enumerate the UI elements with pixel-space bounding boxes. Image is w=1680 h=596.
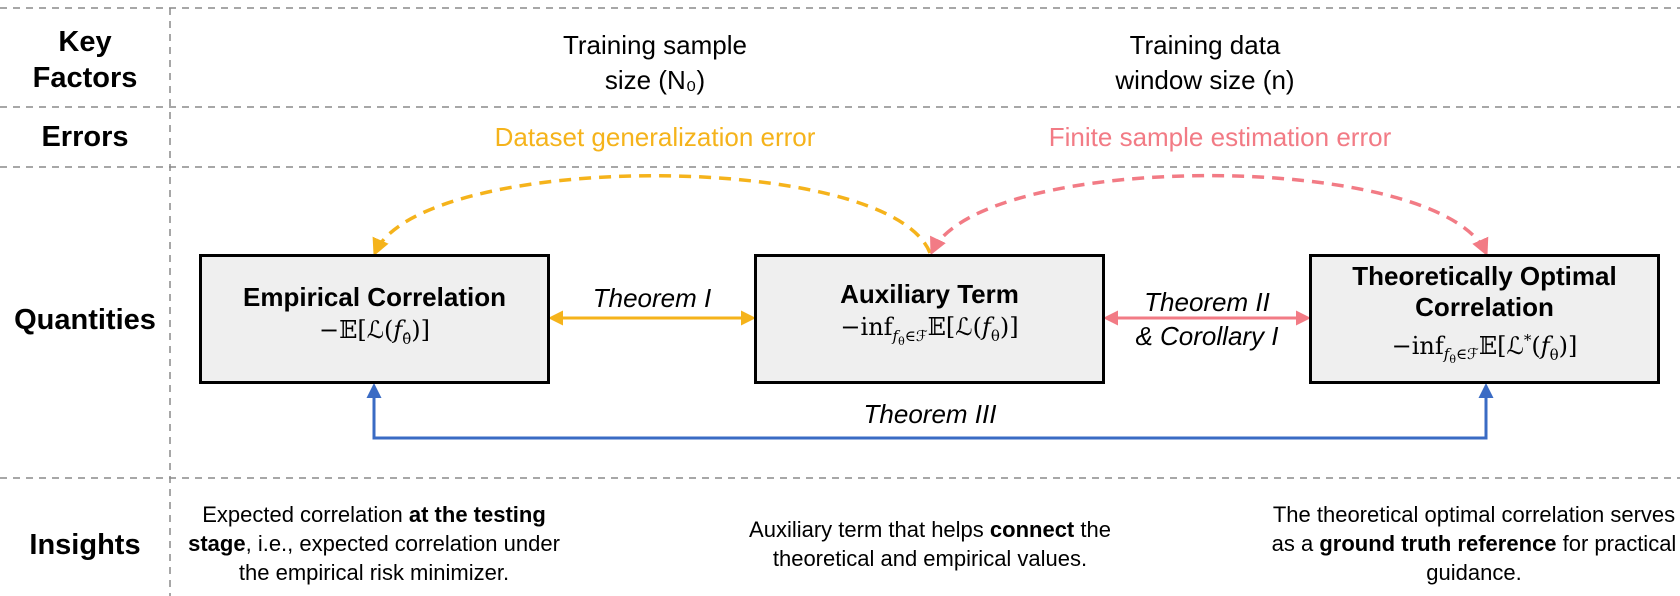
factor-window-size-line2: window size (n) xyxy=(1115,65,1295,95)
theorem2-label: Theorem II & Corollary I xyxy=(1107,285,1307,353)
node-auxiliary-term: Auxiliary Term −inffθ∈ℱ𝔼[ℒ(fθ)] xyxy=(754,254,1105,384)
factor-window-size: Training data window size (n) xyxy=(1050,28,1360,98)
node-auxiliary-title: Auxiliary Term xyxy=(840,279,1019,310)
factor-sample-size-line1: Training sample xyxy=(562,30,747,60)
insight-optimal-bold: ground truth reference xyxy=(1319,531,1557,556)
node-empirical-formula: −𝔼[ℒ(fθ̂)] xyxy=(318,316,431,348)
theorem2-label-line1: Theorem II xyxy=(1144,287,1270,317)
insight-optimal: The theoretical optimal correlation serv… xyxy=(1270,500,1678,587)
row-label-errors: Errors xyxy=(41,121,129,153)
generalization-error-arrow xyxy=(372,174,932,257)
insight-optimal-pre: The theoretical optimal correlation serv… xyxy=(1271,502,1676,556)
insight-empirical-pre: Expected correlation xyxy=(202,502,409,527)
row-label-quantities: Quantities xyxy=(14,304,156,336)
node-optimal-title: Theoretically Optimal Correlation xyxy=(1352,260,1617,322)
node-auxiliary-formula: −inffθ∈ℱ𝔼[ℒ(fθ)] xyxy=(840,313,1019,348)
insight-auxiliary-pre: Auxiliary term that helps xyxy=(749,517,990,542)
theorem3-arrow xyxy=(366,383,1494,440)
insight-auxiliary-post: the theoretical and empirical values. xyxy=(772,517,1111,571)
theorem1-label: Theorem I xyxy=(592,283,712,313)
insight-empirical-post: , i.e., expected correlation under the e… xyxy=(238,531,560,585)
finite-sample-estimation-error: Finite sample estimation error xyxy=(1048,122,1392,152)
node-empirical-title: Empirical Correlation xyxy=(243,282,506,313)
row-label-key-factors: Key Factors xyxy=(32,26,138,94)
insight-empirical-bold: at the testing stage xyxy=(188,502,546,556)
theorem2-label-line2: & Corollary I xyxy=(1135,321,1279,351)
factor-sample-size-line2: size (N₀) xyxy=(604,65,706,95)
factor-sample-size: Training sample size (N₀) xyxy=(500,28,810,98)
dataset-generalization-error: Dataset generalization error xyxy=(494,122,816,152)
factor-window-size-line1: Training data xyxy=(1129,30,1281,60)
insight-optimal-post: for practical guidance. xyxy=(1426,531,1677,585)
node-optimal-formula: −inffθ∈ℱ𝔼[ℒ*(fθ)] xyxy=(1391,330,1578,367)
node-empirical-correlation: Empirical Correlation −𝔼[ℒ(fθ̂)] xyxy=(199,254,550,384)
row-label-insights: Insights xyxy=(29,529,141,561)
estimation-error-arrow xyxy=(930,173,1489,257)
theorem3-label: Theorem III xyxy=(863,399,997,429)
insight-auxiliary: Auxiliary term that helps connect the th… xyxy=(720,515,1140,573)
insight-auxiliary-bold: connect xyxy=(989,517,1075,542)
insight-empirical: Expected correlation at the testing stag… xyxy=(174,500,574,587)
node-theoretically-optimal: Theoretically Optimal Correlation −inffθ… xyxy=(1309,254,1660,384)
